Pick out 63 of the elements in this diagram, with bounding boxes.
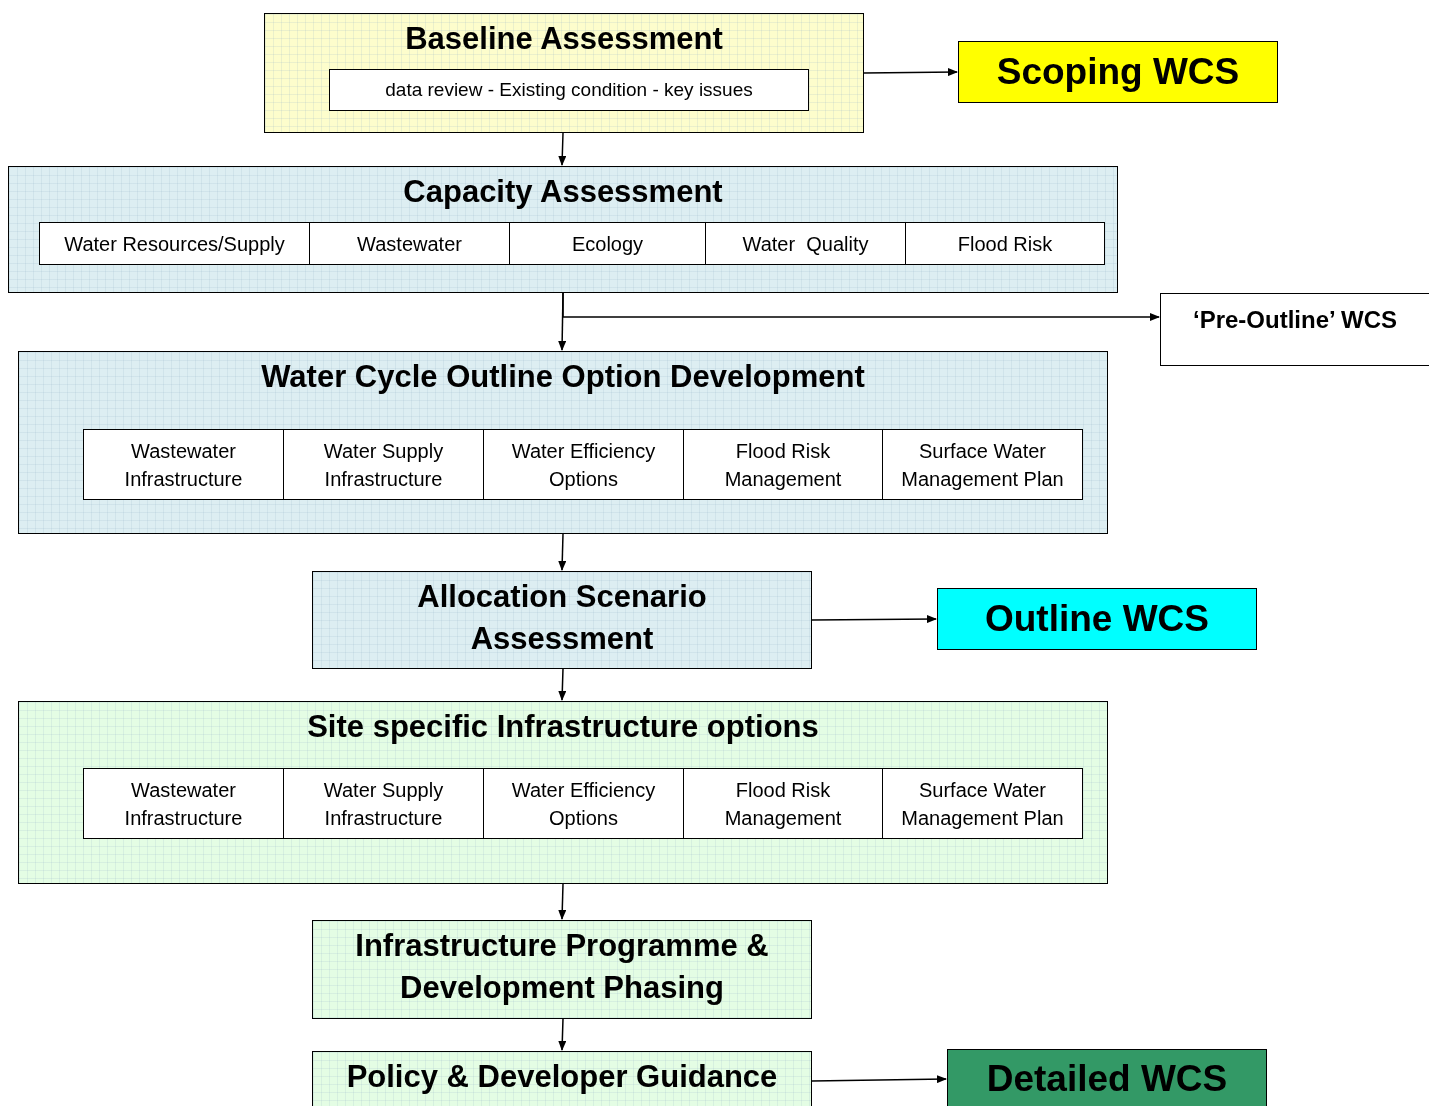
arrow (562, 292, 1160, 321)
arrow (863, 68, 958, 77)
box-label: Water Efficiency Options (510, 438, 657, 492)
stage-title: Allocation Scenario Assessment (416, 578, 708, 658)
box-label: Outline WCS (984, 597, 1209, 642)
box-label: Flood Risk Management (723, 777, 843, 831)
stage-box (18, 351, 1108, 534)
stage-title: Water Cycle Outline Option Development (260, 358, 866, 396)
stage-title: Capacity Assessment (402, 173, 724, 211)
output-box (958, 41, 1278, 103)
topic-cell (483, 429, 684, 500)
arrow (558, 533, 567, 571)
topic-cell (309, 222, 510, 265)
box-label: Detailed WCS (986, 1057, 1228, 1102)
box-label: data review - Existing condition - key issues (385, 77, 753, 102)
box-label: Water Supply Infrastructure (322, 777, 445, 831)
topic-cell (83, 768, 284, 839)
stage-box (312, 920, 812, 1019)
stage-title: Baseline Assessment (404, 20, 724, 58)
arrow (558, 883, 567, 920)
box-label: Ecology (570, 231, 645, 257)
box-label: Flood Risk Management (723, 438, 843, 492)
output-box (937, 588, 1257, 650)
topic-cell (509, 222, 706, 265)
box-label: Surface Water Management Plan (900, 777, 1065, 831)
stage-title: Site specific Infrastructure options (306, 708, 820, 746)
topic-cell (905, 222, 1105, 265)
topic-cell (39, 222, 310, 265)
stage-box (312, 571, 812, 669)
arrow (811, 1075, 947, 1084)
topic-cell (683, 429, 883, 500)
output-box (1160, 293, 1429, 366)
topic-cell (683, 768, 883, 839)
arrow (558, 132, 567, 166)
box-label: Wastewater (356, 231, 463, 257)
box-label: Surface Water Management Plan (900, 438, 1065, 492)
topic-cell (483, 768, 684, 839)
box-label: Flood Risk (956, 231, 1054, 257)
stage-title: Policy & Developer Guidance (345, 1058, 779, 1096)
topic-cell (882, 429, 1083, 500)
box-label: Water Resources/Supply (63, 231, 286, 257)
box-label: Water Efficiency Options (510, 777, 657, 831)
box-label: Wastewater Infrastructure (123, 777, 244, 831)
box-label: Water Supply Infrastructure (322, 438, 445, 492)
stage-box (8, 166, 1118, 293)
info-box (329, 69, 809, 111)
arrow (558, 1018, 567, 1051)
stage-title: Infrastructure Programme & Development Phasing (354, 927, 770, 1007)
stage-box (18, 701, 1108, 884)
topic-cell (705, 222, 906, 265)
box-label: Scoping WCS (996, 50, 1240, 95)
stage-box (264, 13, 864, 133)
box-label: Water Quality (741, 231, 870, 257)
output-box (947, 1049, 1267, 1106)
box-label: Wastewater Infrastructure (123, 438, 244, 492)
box-label: ‘Pre-Outline’ WCS (1193, 305, 1397, 335)
topic-cell (882, 768, 1083, 839)
topic-cell (283, 768, 484, 839)
topic-cell (83, 429, 284, 500)
arrow (558, 668, 567, 701)
stage-box (312, 1051, 812, 1106)
arrow (811, 615, 937, 624)
topic-cell (283, 429, 484, 500)
